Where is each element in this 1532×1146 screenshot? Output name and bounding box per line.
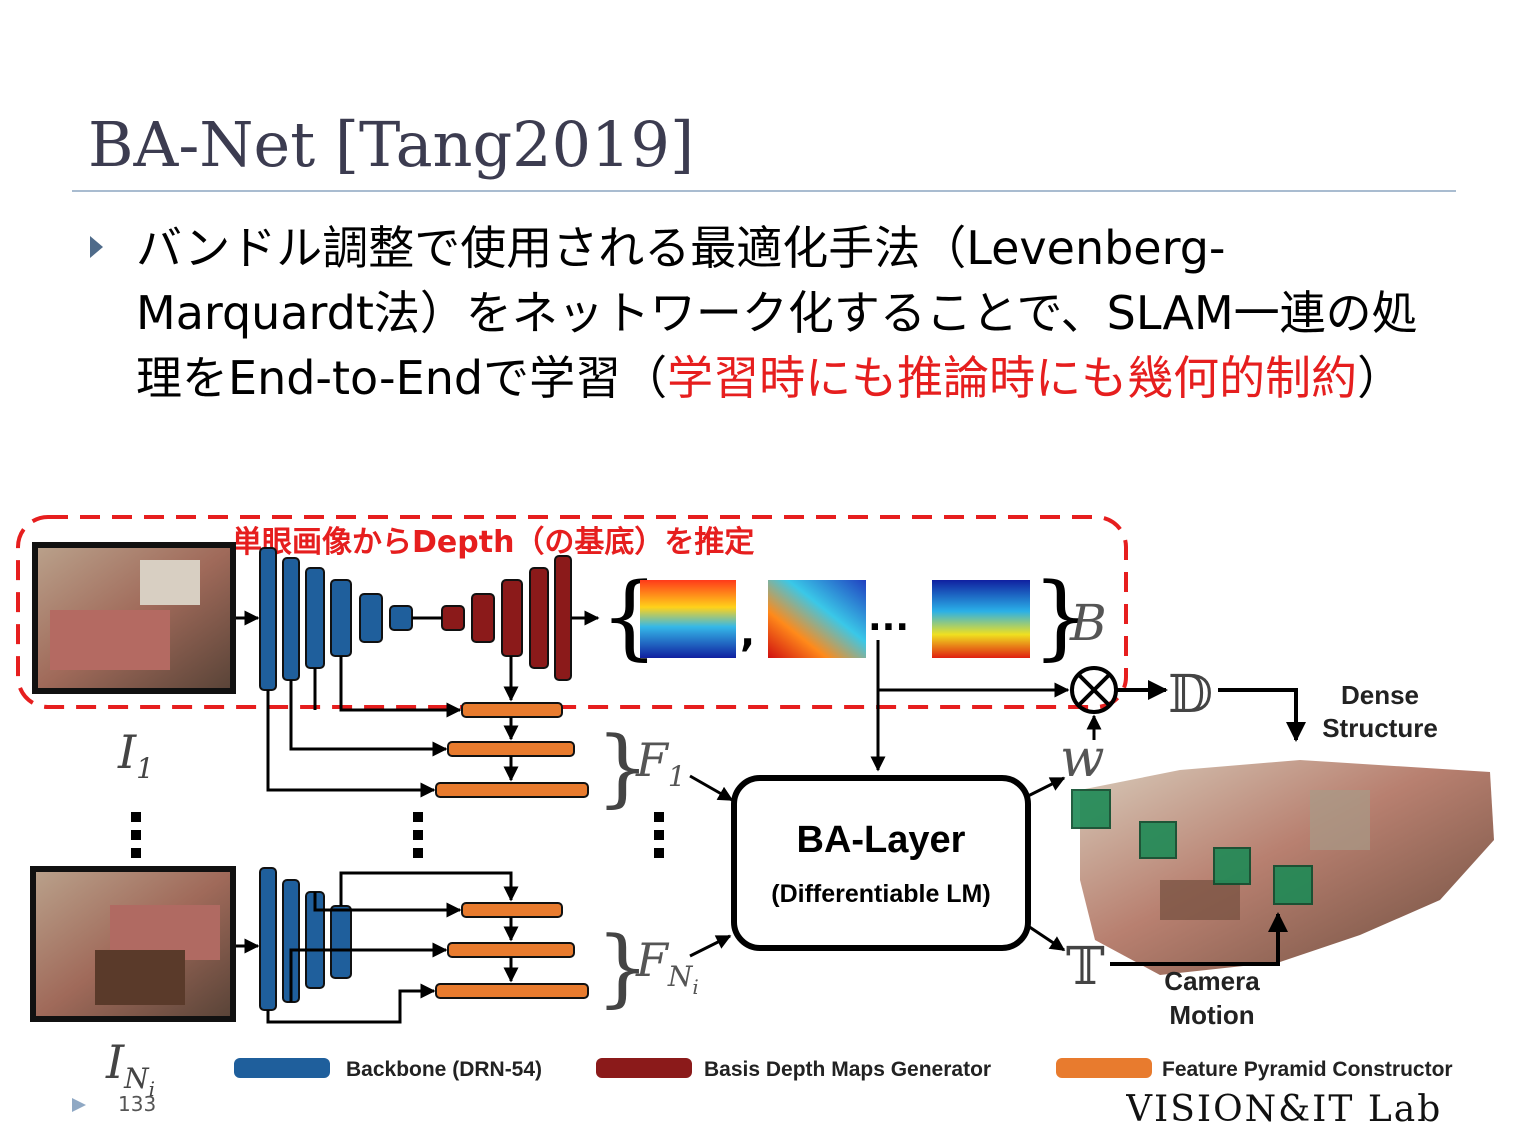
label-IN: INi [105, 1035, 155, 1100]
depth-map-1 [640, 580, 736, 658]
legend-label-pyramid: Feature Pyramid Constructor [1162, 1058, 1453, 1081]
bullet-text-main: バンドル調整で使用される最適化手法（Levenberg-Marquardt法）を… [136, 221, 1418, 405]
backbone-encoder-bottom [259, 867, 352, 1011]
annotation-dashed-box [16, 515, 1128, 709]
svg-text:}: } [596, 918, 649, 1016]
input-image-1 [32, 542, 236, 694]
legend-swatch-generator [596, 1058, 692, 1078]
ba-layer-box: BA-Layer (Differentiable LM) [731, 775, 1031, 951]
depth-map-comma: , [740, 610, 755, 656]
vertical-ellipsis-dots [131, 812, 664, 858]
ba-layer-subtitle: (Differentiable LM) [771, 880, 990, 908]
legend-label-backbone: Backbone (DRN-54) [346, 1058, 542, 1081]
basis-depth-generator [441, 555, 572, 681]
depth-map-ellipsis: ... [868, 598, 909, 639]
footer-lab-logo: VISION&IT Lab [1126, 1092, 1443, 1122]
bullet-triangle-icon [90, 236, 103, 258]
title-divider [72, 190, 1456, 192]
input-image-n [30, 866, 236, 1022]
camera-motion-label-line2: Motion [1169, 1000, 1254, 1030]
label-I1: I1 [117, 725, 154, 785]
bullet-text-highlight: 学習時にも推論時にも幾何的制約 [667, 351, 1358, 405]
dense-reconstruction-image [1071, 760, 1494, 975]
ba-net-diagram: 単眼画像からDepth（の基底）を推定 { , ... } [16, 515, 1494, 1100]
feature-pyramid-top [435, 702, 589, 798]
label-T: 𝕋 [1066, 937, 1105, 997]
feature-pyramid-bottom [435, 902, 589, 999]
label-B: B [1069, 594, 1107, 652]
multiply-operator-icon [1070, 666, 1118, 714]
label-FN: FNi [635, 933, 699, 999]
bullet-text: バンドル調整で使用される最適化手法（Levenberg-Marquardt法）を… [136, 216, 1446, 411]
svg-text:}: } [1032, 563, 1091, 670]
dense-structure-label-line2: Structure [1322, 713, 1438, 743]
ba-layer-title: BA-Layer [797, 819, 966, 861]
camera-motion-label-line1: Camera [1164, 966, 1260, 996]
depth-map-2 [768, 580, 866, 658]
label-w: w [1060, 729, 1105, 789]
dense-structure-label-line1: Dense [1341, 680, 1419, 710]
legend-label-generator: Basis Depth Maps Generator [704, 1058, 991, 1081]
label-F1: F1 [635, 733, 686, 793]
depth-map-3 [932, 580, 1030, 658]
legend: Backbone (DRN-54) Basis Depth Maps Gener… [234, 1058, 1453, 1081]
page-number: 133 [118, 1092, 157, 1116]
backbone-encoder-top [259, 547, 413, 691]
label-D: 𝔻 [1168, 665, 1213, 725]
legend-swatch-pyramid [1056, 1058, 1152, 1078]
footer-arrow-icon [72, 1098, 86, 1112]
svg-text:}: } [596, 718, 649, 816]
bullet-text-end: ） [1357, 351, 1404, 405]
legend-swatch-backbone [234, 1058, 330, 1078]
annotation-text: 単眼画像からDepth（の基底）を推定 [232, 525, 754, 560]
slide-title: BA-Net [Tang2019] [88, 108, 695, 181]
